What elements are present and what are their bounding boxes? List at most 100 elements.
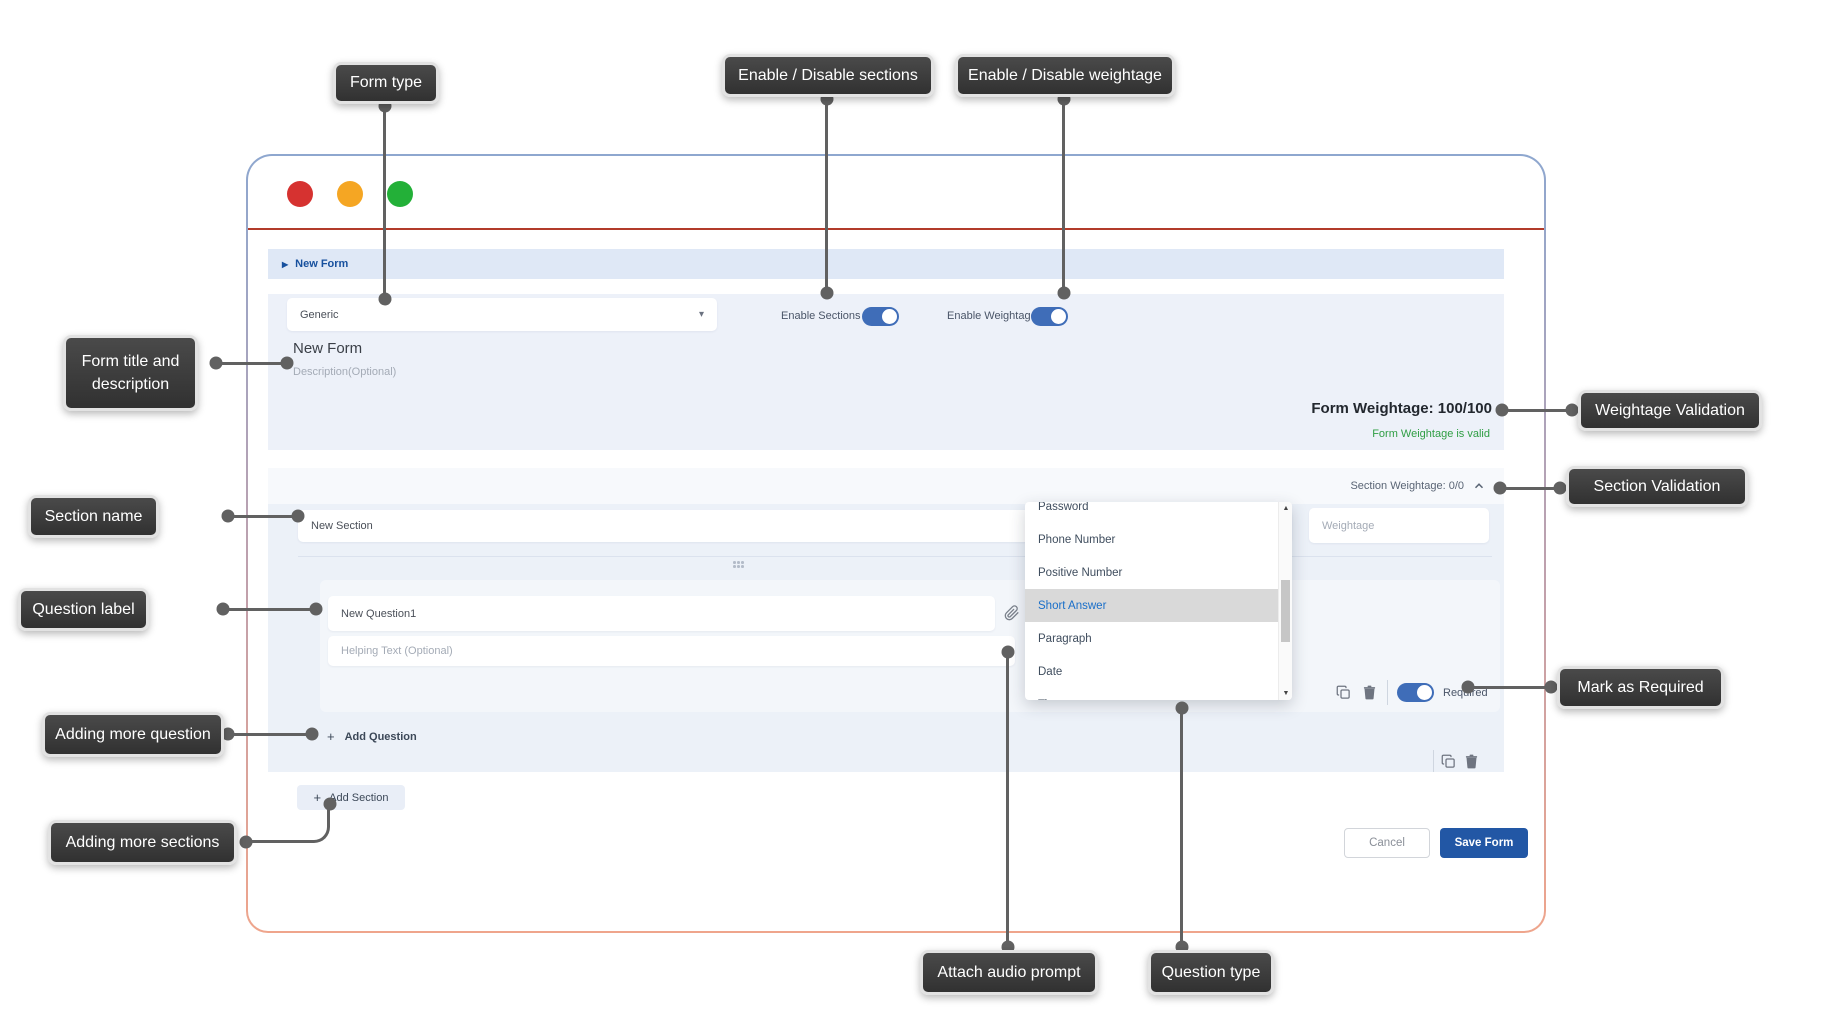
connector-line (1062, 96, 1065, 293)
connector-line (1180, 707, 1183, 950)
menu-item[interactable]: Date (1038, 665, 1063, 678)
connector-dot (309, 602, 323, 616)
connector-dot (323, 797, 337, 811)
section-weightage-placeholder: Weightage (1322, 519, 1375, 532)
drag-handle-icon[interactable] (733, 561, 745, 569)
question-label-input[interactable]: New Question1 (328, 596, 995, 631)
callout-attach-audio-prompt: Attach audio prompt (920, 950, 1098, 995)
callout-weightage-validation: Weightage Validation (1578, 390, 1762, 431)
question-label-value: New Question1 (341, 607, 417, 620)
scroll-down-icon[interactable]: ▼ (1282, 690, 1290, 697)
menu-item[interactable]: Phone Number (1038, 533, 1116, 546)
attach-audio-paperclip-icon[interactable] (1004, 605, 1020, 621)
connector-elbow (249, 808, 330, 843)
callout-enable-disable-sections: Enable / Disable sections (722, 54, 934, 97)
delete-section-icon[interactable] (1464, 754, 1479, 769)
maximize-button[interactable] (387, 181, 413, 207)
connector-line (1502, 409, 1574, 412)
section-weightage-summary: Section Weightage: 0/0 (1350, 480, 1464, 492)
connector-dot (291, 509, 305, 523)
question-type-dropdown: Password Phone Number Positive Number Sh… (1025, 502, 1292, 700)
connector-dot (1553, 481, 1567, 495)
add-question-button[interactable]: + Add Question (327, 729, 417, 744)
callout-form-type: Form type (333, 62, 439, 104)
section-card: Section Weightage: 0/0 New Section Weigh… (268, 468, 1504, 772)
connector-dot (820, 286, 834, 300)
connector-dot (1461, 680, 1475, 694)
form-title-field[interactable]: New Form (293, 340, 363, 357)
connector-dot (1544, 680, 1558, 694)
connector-line (825, 96, 828, 293)
section-weightage-input[interactable]: Weightage (1309, 508, 1489, 543)
toggle-knob (1417, 685, 1432, 700)
copy-section-icon[interactable] (1441, 754, 1456, 769)
enable-sections-label: Enable Sections (781, 310, 861, 322)
plus-icon: + (327, 729, 335, 744)
menu-item[interactable]: Positive Number (1038, 566, 1123, 579)
connector-dot (305, 727, 319, 741)
chevron-down-icon: ▾ (698, 309, 704, 320)
form-type-select[interactable]: Generic ▾ (287, 298, 717, 331)
chevron-up-icon[interactable] (1472, 479, 1486, 493)
callout-adding-more-sections: Adding more sections (48, 820, 237, 865)
breadcrumb[interactable]: ▶ New Form (268, 249, 1504, 279)
callout-question-label: Question label (18, 588, 149, 631)
section-header: Section Weightage: 0/0 (268, 468, 1504, 504)
connector-dot (1493, 481, 1507, 495)
callout-adding-more-question: Adding more question (42, 712, 224, 757)
enable-sections-toggle[interactable] (862, 307, 899, 326)
menu-item[interactable]: Time (1025, 688, 1278, 701)
required-toggle[interactable] (1397, 683, 1434, 702)
menu-item[interactable]: Password (1038, 502, 1089, 513)
question-type-options: Password Phone Number Positive Number Sh… (1025, 502, 1278, 700)
minimize-button[interactable] (337, 181, 363, 207)
connector-dot (1565, 403, 1579, 417)
close-button[interactable] (287, 181, 313, 207)
scrollbar[interactable]: ▲ ▼ (1278, 502, 1292, 700)
helping-text-placeholder: Helping Text (Optional) (341, 645, 453, 657)
copy-question-icon[interactable] (1336, 685, 1351, 700)
form-header-panel: Generic ▾ Enable Sections Enable Weighta… (268, 294, 1504, 450)
plus-icon: + (313, 790, 322, 805)
delete-question-icon[interactable] (1362, 685, 1377, 700)
add-section-label: Add Section (329, 791, 389, 804)
form-description-field[interactable]: Description(Optional) (293, 366, 397, 378)
menu-item[interactable]: Paragraph (1038, 632, 1092, 645)
breadcrumb-label: New Form (295, 258, 349, 270)
connector-line (228, 515, 298, 518)
connector-dot (239, 835, 253, 849)
question-card: New Question1 Helping Text (Optional) Re… (320, 580, 1500, 712)
save-form-button[interactable]: Save Form (1440, 828, 1528, 858)
connector-dot (216, 602, 230, 616)
menu-item-selected[interactable]: Short Answer (1025, 589, 1278, 622)
enable-weightage-toggle[interactable] (1031, 307, 1068, 326)
scrollbar-thumb[interactable] (1281, 580, 1290, 642)
add-section-button[interactable]: + Add Section (297, 785, 405, 810)
form-weightage-summary: Form Weightage: 100/100 (1311, 400, 1492, 417)
connector-line (1006, 650, 1009, 950)
cancel-button[interactable]: Cancel (1344, 828, 1430, 858)
helping-text-input[interactable]: Helping Text (Optional) (328, 636, 1015, 666)
callout-form-title-and-description: Form title and description (63, 335, 198, 411)
connector-dot (1057, 286, 1071, 300)
form-weightage-valid-message: Form Weightage is valid (1372, 428, 1490, 440)
titlebar-divider (248, 228, 1544, 230)
connector-dot (1175, 701, 1189, 715)
toggle-knob (1051, 309, 1066, 324)
question-actions-divider (1387, 680, 1388, 705)
toggle-knob (882, 309, 897, 324)
connector-dot (280, 356, 294, 370)
callout-section-name: Section name (28, 495, 159, 538)
connector-dot (378, 292, 392, 306)
connector-dot (221, 509, 235, 523)
section-name-value: New Section (311, 520, 373, 532)
connector-line (1468, 686, 1553, 689)
connector-line (383, 103, 386, 299)
breadcrumb-caret-icon: ▶ (282, 259, 289, 269)
scroll-up-icon[interactable]: ▲ (1282, 505, 1290, 512)
connector-line (228, 733, 312, 736)
enable-weightage-label: Enable Weightage (947, 310, 1037, 322)
connector-line (1500, 487, 1562, 490)
callout-enable-disable-weightage: Enable / Disable weightage (955, 54, 1175, 97)
